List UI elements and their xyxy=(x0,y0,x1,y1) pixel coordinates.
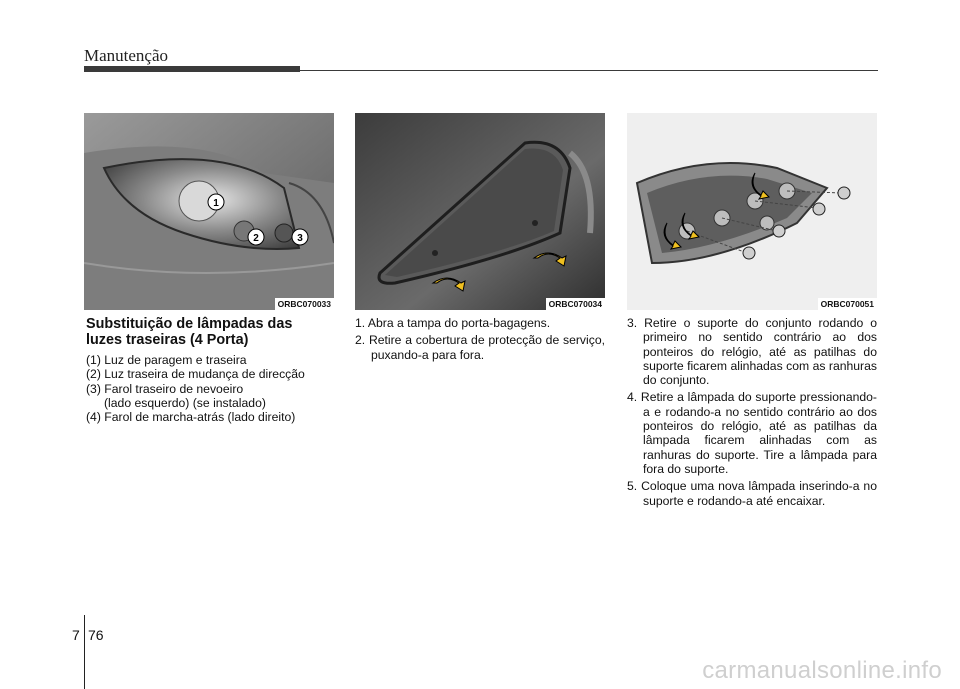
header-bar xyxy=(84,66,300,72)
header-rule xyxy=(300,70,878,71)
list-item: (lado esquerdo) (se instalado) xyxy=(104,395,266,410)
figure-service-cover: ORBC070034 xyxy=(355,113,605,310)
column-steps-3-5: 3. Retire o suporte do conjunto rodando … xyxy=(627,316,877,511)
column-rear-lights: Substituição de lâmpadas das luzes trase… xyxy=(86,316,336,424)
step-item: 5. Coloque uma nova lâmpada inserindo-a … xyxy=(627,479,877,508)
list-item: (3) Farol traseiro de nevoeiro xyxy=(86,381,244,396)
svg-text:2: 2 xyxy=(253,233,259,244)
figure-caption: ORBC070051 xyxy=(817,298,877,310)
step-item: 3. Retire o suporte do conjunto rodando … xyxy=(627,316,877,388)
figure-caption: ORBC070033 xyxy=(274,298,334,310)
figure-lamp-assembly: ORBC070051 xyxy=(627,113,877,310)
list-item: (4) Farol de marcha-atrás (lado direito) xyxy=(86,410,296,425)
svg-text:3: 3 xyxy=(297,233,303,244)
service-cover-illustration xyxy=(355,113,605,310)
page-number: 76 xyxy=(88,627,104,643)
callout-2: 2 xyxy=(247,228,265,246)
section-heading: Substituição de lâmpadas das luzes trase… xyxy=(86,316,293,348)
step-item: 1. Abra a tampa do porta-bagagens. xyxy=(355,316,551,330)
watermark: carmanualsonline.info xyxy=(702,657,942,684)
tail-lamp-illustration: 1 2 3 xyxy=(84,113,334,310)
callout-3: 3 xyxy=(291,228,309,246)
column-steps-1-2: 1. Abra a tampa do porta-bagagens. 2. Re… xyxy=(355,316,605,365)
svg-text:1: 1 xyxy=(213,198,219,209)
step-item: 4. Retire a lâmpada do suporte pressiona… xyxy=(627,390,877,476)
callout-1: 1 xyxy=(207,193,225,211)
lamp-assembly-illustration xyxy=(627,113,877,310)
step-item: 2. Retire a cobertura de protecção de se… xyxy=(355,333,605,362)
figure-caption: ORBC070034 xyxy=(545,298,605,310)
chapter-number: 7 xyxy=(72,627,80,643)
list-item: (1) Luz de paragem e traseira xyxy=(86,353,247,367)
section-title: Manutenção xyxy=(84,46,169,65)
footer-divider xyxy=(84,615,85,689)
figure-tail-lamp: 1 2 3 ORBC070033 xyxy=(84,113,334,310)
list-item: (2) Luz traseira de mudança de direcção xyxy=(86,367,305,382)
